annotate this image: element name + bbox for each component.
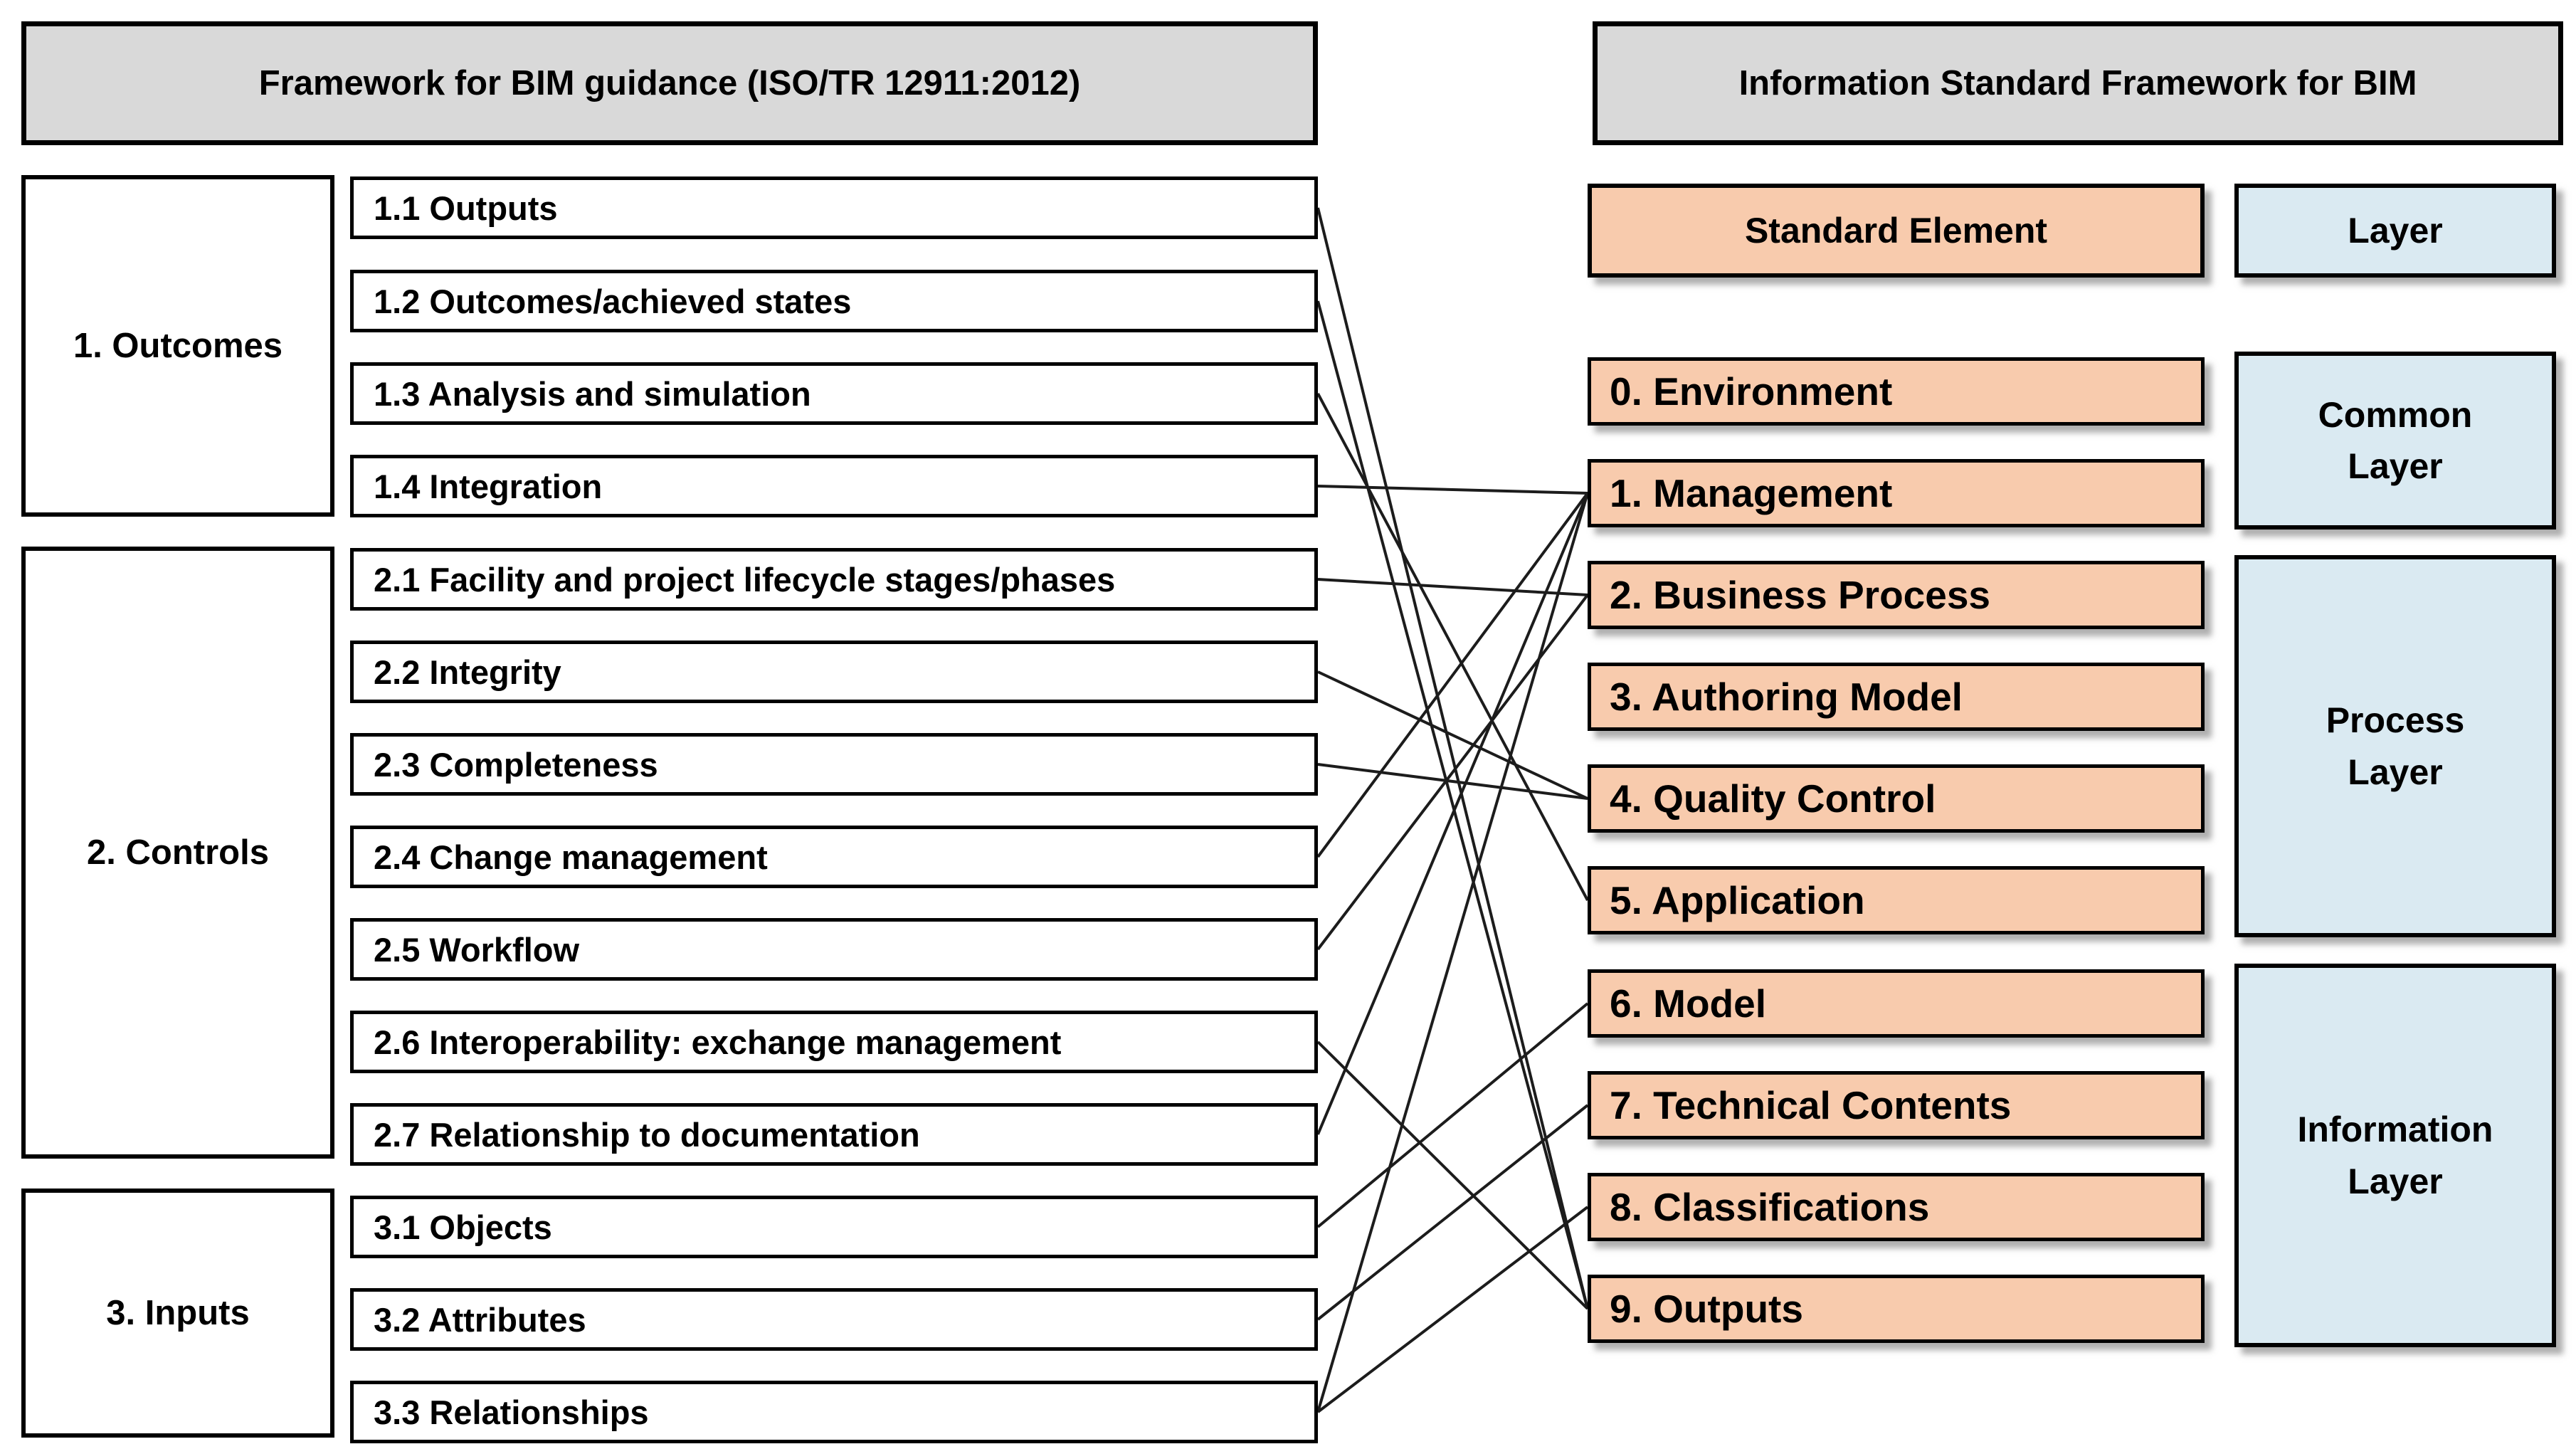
connector-3.1-to-6: [1316, 1002, 1589, 1228]
item-3-3-relationships: 3.3 Relationships: [350, 1381, 1318, 1443]
element-9-outputs: 9. Outputs: [1588, 1275, 2205, 1343]
right-framework-title-text: Information Standard Framework for BIM: [1738, 64, 2417, 102]
item-label: 2.4 Change management: [374, 838, 768, 876]
element-label: 5. Application: [1610, 878, 1865, 922]
element-8-classifications: 8. Classifications: [1588, 1173, 2205, 1241]
connector-3.3-to-8: [1316, 1206, 1589, 1413]
group-outcomes-label: 1. Outcomes: [73, 327, 283, 365]
element-2-business-process: 2. Business Process: [1588, 561, 2205, 629]
connector-1.1-to-9: [1316, 207, 1589, 1309]
connector-3.2-to-7: [1316, 1104, 1589, 1321]
item-label: 2.3 Completeness: [374, 745, 658, 784]
item-2-1-facility-and-project-lifecycle: 2.1 Facility and project lifecycle stage…: [350, 548, 1318, 611]
connector-2.5-to-2: [1316, 594, 1589, 951]
item-label: 1.3 Analysis and simulation: [374, 374, 811, 413]
layer-process: Process Layer: [2234, 555, 2556, 937]
item-1-4-integration: 1.4 Integration: [350, 455, 1318, 517]
item-label: 3.2 Attributes: [374, 1300, 586, 1339]
connector-1.4-to-1: [1317, 485, 1588, 495]
element-label: 7. Technical Contents: [1610, 1083, 2012, 1127]
item-label: 2.5 Workflow: [374, 930, 580, 969]
connector-2.1-to-2: [1317, 578, 1588, 596]
item-2-4-change-management: 2.4 Change management: [350, 826, 1318, 888]
element-5-application: 5. Application: [1588, 866, 2205, 934]
item-1-3-analysis-and-simulation: 1.3 Analysis and simulation: [350, 362, 1318, 425]
element-label: 2. Business Process: [1610, 573, 1991, 617]
item-3-1-objects: 3.1 Objects: [350, 1196, 1318, 1258]
element-0-environment: 0. Environment: [1588, 357, 2205, 426]
connector-1.2-to-9: [1316, 300, 1589, 1309]
item-label: 2.6 Interoperability: exchange managemen…: [374, 1023, 1062, 1061]
item-1-2-outcomes-achieved-states: 1.2 Outcomes/achieved states: [350, 270, 1318, 332]
standard-element-header-text: Standard Element: [1744, 211, 2048, 251]
layer-header-text: Layer: [2348, 210, 2443, 251]
element-6-model: 6. Model: [1588, 969, 2205, 1038]
element-label: 3. Authoring Model: [1610, 675, 1963, 719]
item-2-7-relationship-to-documentation: 2.7 Relationship to documentation: [350, 1103, 1318, 1166]
connector-3.3-to-1: [1316, 492, 1589, 1413]
connector-2.4-to-1: [1316, 492, 1589, 858]
right-framework-title: Information Standard Framework for BIM: [1593, 21, 2563, 145]
connector-2.2-to-4: [1317, 670, 1588, 800]
item-label: 3.3 Relationships: [374, 1393, 649, 1431]
item-label: 2.7 Relationship to documentation: [374, 1115, 920, 1154]
connector-2.7-to-1: [1316, 492, 1589, 1135]
item-label: 1.1 Outputs: [374, 189, 558, 227]
element-label: 9. Outputs: [1610, 1287, 1803, 1331]
element-3-authoring-model: 3. Authoring Model: [1588, 663, 2205, 731]
connector-2.6-to-9: [1316, 1040, 1589, 1310]
element-label: 0. Environment: [1610, 369, 1893, 413]
item-2-6-interoperability-exchange-management: 2.6 Interoperability: exchange managemen…: [350, 1011, 1318, 1073]
element-label: 4. Quality Control: [1610, 776, 1936, 821]
element-4-quality-control: 4. Quality Control: [1588, 764, 2205, 833]
item-2-2-integrity: 2.2 Integrity: [350, 641, 1318, 703]
element-1-management: 1. Management: [1588, 459, 2205, 527]
layer-information-label: Information Layer: [2297, 1110, 2493, 1201]
item-3-2-attributes: 3.2 Attributes: [350, 1288, 1318, 1351]
connector-2.3-to-4: [1317, 763, 1588, 800]
layer-process-label: Process Layer: [2326, 700, 2465, 792]
item-label: 2.2 Integrity: [374, 653, 561, 691]
connector-1.3-to-5: [1316, 393, 1589, 901]
item-label: 1.2 Outcomes/achieved states: [374, 282, 852, 320]
left-framework-title: Framework for BIM guidance (ISO/TR 12911…: [21, 21, 1318, 145]
group-inputs-label: 3. Inputs: [106, 1294, 250, 1332]
standard-element-header: Standard Element: [1588, 184, 2205, 278]
item-2-3-completeness: 2.3 Completeness: [350, 733, 1318, 796]
item-label: 1.4 Integration: [374, 467, 603, 505]
layer-common-label: Common Layer: [2318, 394, 2473, 487]
left-framework-title-text: Framework for BIM guidance (ISO/TR 12911…: [258, 64, 1081, 102]
item-2-5-workflow: 2.5 Workflow: [350, 918, 1318, 981]
group-outcomes: 1. Outcomes: [21, 175, 334, 517]
layer-information: Information Layer: [2234, 964, 2556, 1347]
item-label: 3.1 Objects: [374, 1208, 552, 1246]
element-7-technical-contents: 7. Technical Contents: [1588, 1071, 2205, 1139]
item-label: 2.1 Facility and project lifecycle stage…: [374, 560, 1116, 599]
group-controls-label: 2. Controls: [87, 833, 269, 872]
layer-header: Layer: [2234, 184, 2556, 278]
group-inputs: 3. Inputs: [21, 1189, 334, 1438]
item-1-1-outputs: 1.1 Outputs: [350, 176, 1318, 239]
group-controls: 2. Controls: [21, 547, 334, 1159]
element-label: 6. Model: [1610, 981, 1767, 1026]
element-label: 8. Classifications: [1610, 1185, 1930, 1229]
layer-common: Common Layer: [2234, 352, 2556, 529]
element-label: 1. Management: [1610, 471, 1893, 515]
